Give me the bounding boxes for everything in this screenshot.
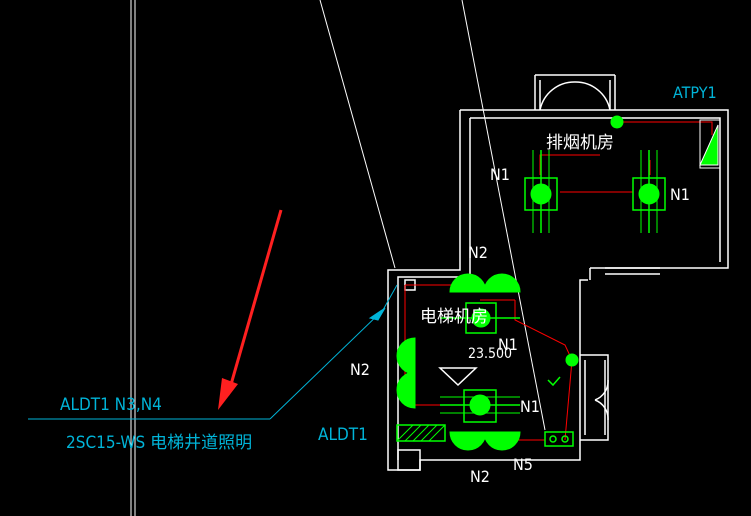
- junction-box-icon: [565, 353, 579, 367]
- label-room-smoke: 排烟机房: [546, 133, 614, 153]
- distribution-panel-icon: [699, 124, 719, 166]
- fan-n1-left: [524, 150, 558, 233]
- fan-n1-elevator-bottom: [440, 389, 520, 423]
- label-elevation: 23.500: [468, 346, 512, 362]
- wiring: [404, 121, 713, 441]
- label-n1-a: N1: [490, 165, 510, 184]
- label-aldt-circuit: ALDT1 N3,N4: [60, 395, 162, 415]
- switch-n5-icon: [544, 431, 574, 447]
- lamp-n2-bottom-right: [483, 431, 521, 451]
- fan-n1-elevator-top: [440, 302, 520, 334]
- label-n5: N5: [513, 455, 533, 474]
- lamp-n2-left-bottom: [396, 371, 416, 409]
- check-mark-icon: [547, 376, 561, 387]
- arrow-pointer-icon: [218, 209, 283, 410]
- label-n1-d: N1: [520, 397, 540, 416]
- label-n1-b: N1: [670, 185, 690, 204]
- diagonal-line-1: [319, 0, 396, 269]
- smoke-exhaust-room-walls: [387, 74, 729, 471]
- elevation-marker-icon: [438, 367, 478, 387]
- diagonal-line-2: [461, 0, 546, 431]
- label-n1-c: N1: [498, 335, 518, 354]
- structure-lines: [130, 0, 546, 516]
- label-n2-left: N2: [350, 360, 370, 379]
- lamp-n2-bottom-left: [449, 431, 487, 451]
- label-room-elevator: 电梯机房: [420, 307, 488, 327]
- label-atpy: ATPY1: [673, 83, 717, 102]
- label-aldt-panel: ALDT1: [318, 425, 368, 445]
- fan-n1-right: [632, 150, 666, 233]
- label-n2-bottom: N2: [470, 467, 490, 486]
- annotation-leader: [28, 284, 398, 420]
- label-cable-spec: 2SC15-WS 电梯井道照明: [66, 433, 252, 453]
- devices: [396, 115, 721, 451]
- lamp-n2-top-right: [483, 273, 521, 293]
- lamp-n2-left-top: [396, 337, 416, 375]
- junction-box-icon: [610, 115, 624, 129]
- label-n2-top: N2: [468, 243, 488, 262]
